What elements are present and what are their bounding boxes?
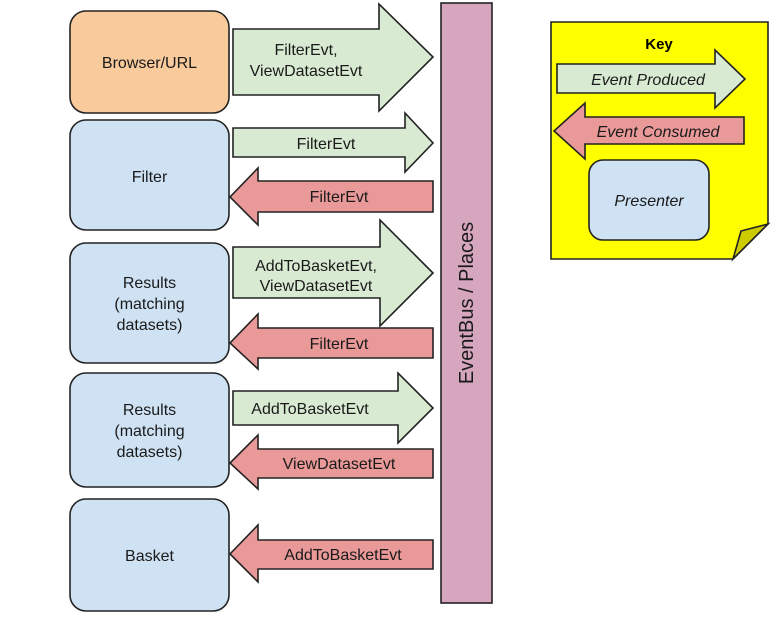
consumed-arrow-filter: FilterEvt <box>228 166 434 227</box>
presenter-box <box>69 242 230 364</box>
key-consumed-arrow <box>552 101 745 161</box>
presenter-label-line: Results <box>123 275 176 292</box>
event-bus-label: EventBus / Places <box>456 222 478 384</box>
presenter-label-line: datasets) <box>117 317 183 334</box>
key-produced-arrow <box>556 48 747 110</box>
key-produced-label: Event Produced <box>591 72 706 89</box>
presenter-label: Basket <box>125 548 174 565</box>
key-presenter-box <box>588 159 710 241</box>
arrow-label: ViewDatasetEvt <box>283 456 396 473</box>
presenter-box <box>69 498 230 612</box>
event-bus-bar <box>440 2 493 604</box>
presenter-label-line: Results <box>123 402 176 419</box>
key-consumed-label: Event Consumed <box>597 124 721 141</box>
presenter-results-2: Results (matching datasets) <box>69 372 230 488</box>
arrow-label-line: ViewDatasetEvt <box>250 63 363 80</box>
presenter-results-1: Results (matching datasets) <box>69 242 230 364</box>
arrow-label-line: FilterEvt, <box>274 42 337 59</box>
arrow-left-shape <box>228 312 434 371</box>
presenter-box <box>69 372 230 488</box>
presenter-box <box>69 10 230 114</box>
event-bus: EventBus / Places <box>440 2 493 604</box>
presenter-label-line: (matching <box>114 296 184 313</box>
presenter-basket: Basket <box>69 498 230 612</box>
arrow-right-shape <box>232 110 435 174</box>
key-presenter-label: Presenter <box>614 193 684 210</box>
arrow-right-shape <box>232 218 435 328</box>
consumed-arrow-results-1: FilterEvt <box>228 312 434 371</box>
key-title: Key <box>645 36 673 53</box>
presenter-label: Filter <box>132 169 168 186</box>
consumed-arrow-basket: AddToBasketEvt <box>228 523 434 584</box>
arrow-left-shape <box>228 166 434 227</box>
arrow-left-shape <box>228 433 434 491</box>
produced-arrow-results-2: AddToBasketEvt <box>232 371 435 445</box>
arrow-label: FilterEvt <box>310 189 369 206</box>
arrow-label: AddToBasketEvt <box>251 401 369 418</box>
arrow-right-shape <box>232 2 435 113</box>
presenter-box <box>69 119 230 231</box>
key-legend: Key Event Produced Event Consumed Presen… <box>550 21 771 262</box>
arrow-left-shape <box>228 523 434 584</box>
presenter-label-line: datasets) <box>117 444 183 461</box>
arrow-right-shape <box>232 371 435 445</box>
produced-arrow-filter: FilterEvt <box>232 110 435 174</box>
presenter-filter: Filter <box>69 119 230 231</box>
arrow-label: FilterEvt <box>310 336 369 353</box>
arrow-label: AddToBasketEvt <box>284 547 402 564</box>
presenter-browser: Browser/URL <box>69 10 230 114</box>
presenter-label: Browser/URL <box>102 55 197 72</box>
key-note-fold <box>731 222 771 262</box>
presenter-label-line: (matching <box>114 423 184 440</box>
arrow-label-line: ViewDatasetEvt <box>260 278 373 295</box>
produced-arrow-browser: FilterEvt, ViewDatasetEvt <box>232 2 435 113</box>
arrow-label-line: AddToBasketEvt, <box>255 258 377 275</box>
consumed-arrow-results-2: ViewDatasetEvt <box>228 433 434 491</box>
produced-arrow-results-1: AddToBasketEvt, ViewDatasetEvt <box>232 218 435 328</box>
arrow-label: FilterEvt <box>297 136 356 153</box>
